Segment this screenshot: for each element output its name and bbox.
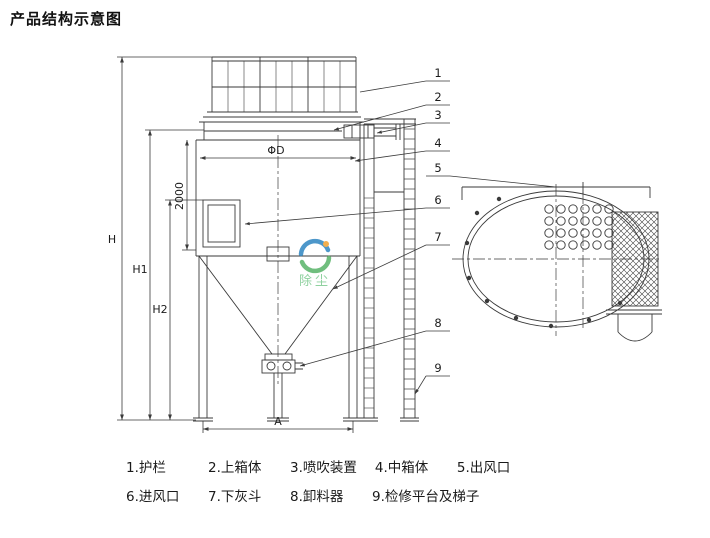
- dimension-lines: [117, 56, 356, 433]
- legend-item-8: 8.卸料器: [290, 489, 344, 505]
- legend-item-9: 9.检修平台及梯子: [372, 489, 480, 505]
- callout-8: 8: [434, 316, 441, 330]
- legend-item-7: 7.下灰斗: [208, 489, 262, 505]
- bag-grid: [544, 204, 614, 250]
- callout-4: 4: [434, 136, 441, 150]
- pulse-blowing-device: [343, 124, 401, 140]
- callout-5: 5: [434, 161, 441, 175]
- page-title: 产品结构示意图: [10, 10, 123, 28]
- outlet-pipe: [617, 314, 653, 342]
- legend: 1.护栏 2.上箱体 3.喷吹装置 4.中箱体 5.出风口 6.进风口 7.下灰斗 8.卸料…: [126, 456, 686, 514]
- upper-box: [196, 111, 364, 141]
- watermark-logo: 除尘: [298, 238, 332, 289]
- dim-label-diameter: ΦD: [267, 144, 284, 157]
- drawing-root: H H1 H2 2000 ΦD A 1 2: [108, 56, 662, 433]
- support-legs: [193, 256, 363, 422]
- legend-item-1: 1.护栏: [126, 460, 166, 476]
- legend-row-2: 6.进风口 7.下灰斗 8.卸料器 9.检修平台及梯子: [126, 485, 686, 505]
- legend-item-6: 6.进风口: [126, 489, 180, 505]
- platform-and-ladder: [360, 118, 419, 422]
- guardrail: [211, 56, 357, 112]
- callout-1: 1: [434, 66, 441, 80]
- dim-label-H1: H1: [132, 263, 147, 276]
- callout-2: 2: [434, 90, 441, 104]
- watermark-text: 除尘: [299, 274, 331, 289]
- dim-label-2000: 2000: [173, 182, 186, 210]
- legend-row-1: 1.护栏 2.上箱体 3.喷吹装置 4.中箱体 5.出风口: [126, 456, 686, 476]
- legend-item-4: 4.中箱体: [374, 460, 429, 476]
- callout-9: 9: [434, 361, 441, 375]
- outlet-duct-hatched: [611, 211, 659, 307]
- ladder-rungs: [404, 128, 415, 410]
- legend-item-3: 3.喷吹装置: [290, 460, 357, 476]
- inlet-window: [202, 199, 241, 248]
- logo-swirl-green: [299, 255, 332, 274]
- dim-label-H: H: [108, 233, 116, 246]
- dimension-labels: H H1 H2 2000 ΦD A: [108, 144, 285, 428]
- rim-bolts: [464, 196, 623, 329]
- guardrail-balusters: [227, 61, 341, 112]
- dim-label-A: A: [274, 415, 282, 428]
- callout-7: 7: [434, 230, 441, 244]
- logo-dot: [323, 241, 329, 247]
- platform-column-rungs: [364, 197, 374, 409]
- callouts: 1 2 3 4 5 6 7 8 9: [244, 66, 557, 395]
- callout-6: 6: [434, 193, 441, 207]
- top-view: [452, 182, 662, 342]
- legend-item-5: 5.出风口: [456, 460, 511, 476]
- dim-label-H2: H2: [152, 303, 167, 316]
- callout-3: 3: [434, 108, 441, 122]
- legend-item-2: 2.上箱体: [208, 460, 262, 476]
- discharger: [261, 359, 303, 422]
